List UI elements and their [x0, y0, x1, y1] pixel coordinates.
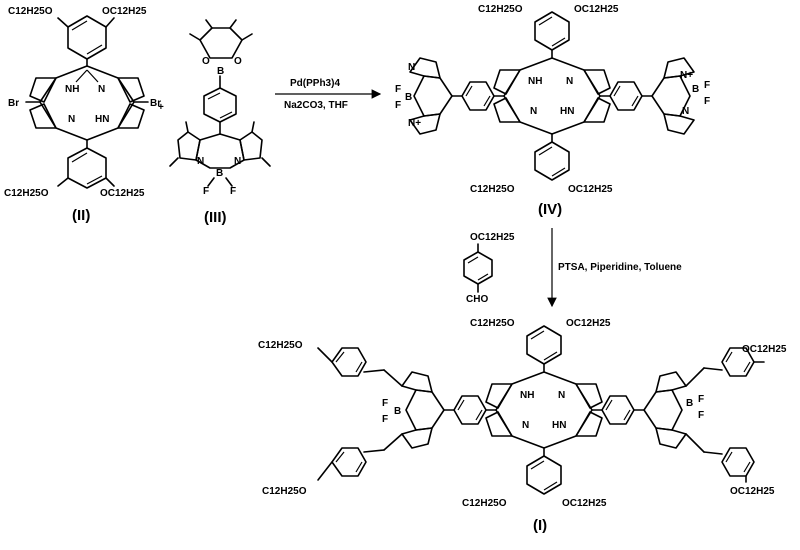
iv-left-f-top: F: [395, 84, 401, 95]
aldehyde-bottom-substituent: CHO: [466, 294, 488, 305]
i-n-bottom: N: [522, 420, 529, 431]
iv-top-right-substituent: OC12H25: [574, 4, 619, 15]
i-top-right-substituent: OC12H25: [566, 318, 611, 329]
iv-right-n-top: N+: [680, 70, 693, 81]
ii-nh-top: NH: [65, 84, 79, 95]
plus-sign: +: [158, 102, 164, 113]
iv-left-f-bottom: F: [395, 100, 401, 111]
iv-top-left-substituent: C12H25O: [478, 4, 523, 15]
iv-right-b: B: [692, 84, 699, 95]
iv-right-f-bottom: F: [704, 96, 710, 107]
iv-left-n-bottom: N+: [408, 118, 421, 129]
ii-br-right: Br: [150, 98, 161, 109]
reaction-step-2: PTSA, Piperidine, Toluene: [547, 228, 682, 308]
compound-label-iv: (IV): [538, 201, 562, 218]
iii-atom-n-right: N: [234, 156, 241, 167]
iv-bottom-right-substituent: OC12H25: [568, 184, 613, 195]
iii-atom-n-left: N: [197, 156, 204, 167]
i-far-bottom-right-substituent: OC12H25: [730, 486, 775, 497]
ii-top-left-substituent: C12H25O: [8, 6, 53, 17]
i-top-left-substituent: C12H25O: [470, 318, 515, 329]
i-n-top: N: [558, 390, 565, 401]
iv-n-top: N: [566, 76, 573, 87]
i-left-bf2-f-bottom: F: [382, 414, 388, 425]
iv-n-bottom: N: [530, 106, 537, 117]
ii-n-bottom: N: [68, 114, 75, 125]
compound-iii: O B O N B N F F (III): [169, 19, 271, 226]
ii-br-left: Br: [8, 98, 19, 109]
ii-bottom-right-substituent: OC12H25: [100, 188, 145, 199]
i-far-bottom-left-substituent: C12H25O: [262, 486, 307, 497]
iv-nh-top: NH: [528, 76, 542, 87]
iii-atom-o2: O: [234, 56, 242, 67]
step1-catalyst: Pd(PPh3)4: [290, 78, 340, 89]
i-far-top-left-substituent: C12H25O: [258, 340, 303, 351]
i-right-bf2-b: B: [686, 398, 693, 409]
iv-hn-bottom: HN: [560, 106, 574, 117]
i-hn-bottom: HN: [552, 420, 566, 431]
i-right-bf2-f-top: F: [698, 394, 704, 405]
compound-label-i: (I): [533, 517, 547, 534]
step2-conditions: PTSA, Piperidine, Toluene: [558, 262, 682, 273]
compound-label-iii: (III): [204, 209, 227, 226]
iv-left-b: B: [405, 92, 412, 103]
i-far-top-right-substituent: OC12H25: [742, 344, 787, 355]
iii-atom-b: B: [216, 168, 223, 179]
iv-bottom-left-substituent: C12H25O: [470, 184, 515, 195]
step1-conditions: Na2CO3, THF: [284, 100, 348, 111]
iii-atom-b-top: B: [217, 66, 224, 77]
aldehyde-top-substituent: OC12H25: [470, 232, 515, 243]
ii-top-right-substituent: OC12H25: [102, 6, 147, 17]
iii-atom-f-left: F: [203, 186, 209, 197]
i-right-bf2-f-bottom: F: [698, 410, 704, 421]
compound-i: C12H25O OC12H25 NH N N HN C12H25O OC12H2…: [258, 318, 787, 534]
iii-atom-o1: O: [202, 56, 210, 67]
reaction-step-1: Pd(PPh3)4 Na2CO3, THF: [275, 78, 382, 111]
compound-ii: C12H25O OC12H25 NH N N HN Br Br C12H25O …: [4, 6, 161, 224]
ii-hn-bottom: HN: [95, 114, 109, 125]
i-bottom-right-substituent: OC12H25: [562, 498, 607, 509]
compound-label-ii: (II): [72, 207, 90, 224]
iv-right-f-top: F: [704, 80, 710, 91]
iii-atom-f-right: F: [230, 186, 236, 197]
i-nh-top: NH: [520, 390, 534, 401]
aldehyde-reagent: OC12H25 CHO: [463, 232, 515, 305]
iv-left-n-top: N: [408, 62, 415, 73]
ii-bottom-left-substituent: C12H25O: [4, 188, 49, 199]
ii-n-top: N: [98, 84, 105, 95]
compound-iv: C12H25O OC12H25 NH N N HN C12H25O OC12H2…: [395, 4, 710, 218]
iv-right-n-bottom: N: [682, 106, 689, 117]
i-left-bf2-f-top: F: [382, 398, 388, 409]
i-left-bf2-b: B: [394, 406, 401, 417]
i-bottom-left-substituent: C12H25O: [462, 498, 507, 509]
